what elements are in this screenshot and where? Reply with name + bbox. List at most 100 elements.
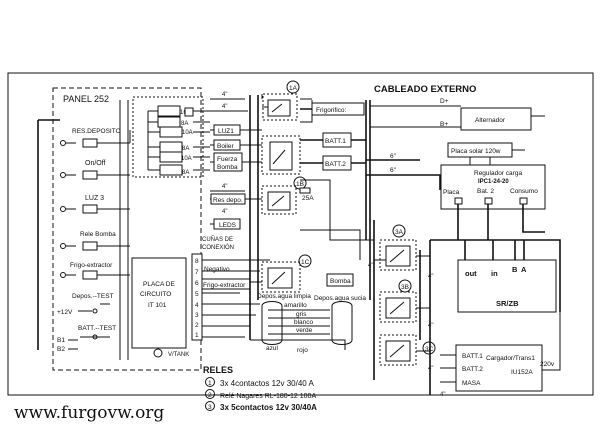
switch-res-deposito-label: RES.DEPOSITO [72,128,121,135]
switch-frigo-extractor [60,270,130,280]
batt1-box: BATT.1 [322,132,352,148]
watermark: www.furgovw.org [14,403,164,423]
output-frigo-extractor: Frigo-extractor [201,278,251,290]
fuse-25a-label: 25A [302,195,314,202]
connector-3: 3 [195,312,199,319]
switch-frigo-extractor-label: Frigo-extractor [70,262,113,269]
svg-text:IPC1-24-20: IPC1-24-20 [478,179,509,185]
svg-text:Frigo-extractor: Frigo-extractor [203,282,246,289]
output-negativo: Negativo [204,266,230,273]
svg-text:A: A [521,265,527,274]
v220-label: 220v [540,361,555,368]
fuse-16a: 16A [157,105,194,117]
batt-test-label: BATT.--TEST [78,325,116,332]
wire-size-6-b: 6" [390,167,397,174]
svg-text:3B: 3B [401,284,409,291]
svg-text:3: 3 [208,404,212,411]
depos-test-label: Depos.--TEST [72,293,114,300]
plus12v-label: +12V [57,309,73,316]
svg-text:BATT.2: BATT.2 [325,161,346,168]
svg-text:out: out [465,269,477,278]
fuse-10a-2: 10A [159,151,192,163]
svg-text:LEDS: LEDS [219,222,237,229]
amarillo-label: amarillo [284,302,307,309]
wire-size-4-d: 4" [222,209,227,215]
svg-text:8A: 8A [181,121,188,127]
panel-252: PANEL 252 16A 8A 10A 8A 1 [37,87,234,371]
switch-on-off-label: On/Off [85,160,106,167]
placa-circuito: PLACA DE CIRCUITO IT 101 V/TANK [131,257,189,358]
svg-text:3A: 3A [395,229,404,236]
svg-text:10A: 10A [182,130,193,136]
wire-size-6-a: 6" [390,153,397,160]
svg-text:BATT.1: BATT.1 [462,353,483,360]
output-res-depo: Res depo. [210,193,246,205]
cunas-label-2: CONEXIÓN [202,244,234,251]
svg-text:3x 5contactos 12v 30/40A: 3x 5contactos 12v 30/40A [220,403,317,412]
switch-rele-bomba [60,241,130,251]
fuse-block: 16A 8A 10A 8A 10A 8A [132,96,210,178]
svg-text:Frigorifico:: Frigorifico: [316,107,347,114]
connector-8: 8 [195,258,199,265]
relay-3b: 3B [379,279,417,323]
panel-title: PANEL 252 [63,94,109,104]
svg-text:Bat. 2: Bat. 2 [477,188,494,195]
wire-size-4-c: 4" [222,184,227,190]
svg-text:Cargador/Trans1: Cargador/Trans1 [486,355,535,362]
gris-label: gris [296,311,307,318]
switch-res-deposito [60,130,131,148]
cunas-label-1: CUÑAS DE [202,236,233,243]
wire-size-4-a: 4" [222,92,227,98]
connector-5: 5 [195,291,199,298]
svg-text:Bomba: Bomba [330,278,351,285]
relay-1a: 1A [262,80,300,121]
svg-text:B: B [512,265,518,274]
svg-text:Res depo.: Res depo. [213,197,243,204]
verde-label: verde [296,327,313,334]
fuse-25a [299,187,311,194]
wire-size-4-i: 4" [440,392,445,398]
regulador-box: Regulador carga IPC1-24-20 Placa Bat. 2 … [440,164,546,210]
output-boiler: Boiler [213,139,241,151]
reles-item-2: 2 Relé Nagares RL-180-12 100A [205,389,316,400]
reles-item-3: 3 3x 5contactos 12v 30/40A [205,401,317,412]
switch-on-off [60,170,130,180]
switch-rele-bomba-label: Rele Bomba [80,231,116,238]
svg-text:Bomba: Bomba [217,164,238,171]
connector-7: 7 [195,269,199,276]
vtank-label: V/TANK [168,352,189,358]
svg-text:3x 4contactos 12v 30/40 A: 3x 4contactos 12v 30/40 A [220,379,315,388]
output-leds: LEDS [213,218,241,230]
svg-text:8A: 8A [182,170,189,176]
diagram-frame [7,72,594,396]
svg-text:in: in [491,269,498,278]
alternador-box: Alternador [460,107,532,131]
batt2-box: BATT.2 [322,155,352,171]
svg-text:IU152A: IU152A [511,369,533,376]
fuse-10a-1: 10A [159,126,193,138]
svg-text:PLACA DE: PLACA DE [143,281,175,288]
svg-text:Relé Nagares RL-180-12 100A: Relé Nagares RL-180-12 100A [220,393,316,400]
svg-text:IT 101: IT 101 [148,302,167,309]
svg-text:2: 2 [208,392,212,399]
svg-text:Placa: Placa [443,189,460,196]
fuse-8a-1: 8A [157,116,188,128]
depos-limpia-label: Depos.agua limpia [257,293,311,300]
svg-text:1C: 1C [301,259,310,266]
svg-text:Boiler: Boiler [217,143,234,150]
rojo-label: rojo [297,347,308,354]
frigorifico-box: Frigorifico: [311,102,365,116]
svg-text:10A: 10A [181,156,192,162]
svg-text:CIRCUITO: CIRCUITO [140,291,171,298]
relay-3c: 3C [379,334,436,366]
fuse-8a-3: 8A [159,164,189,176]
relay-3a: 3A [379,224,417,271]
fuse-8a-2: 8A [159,141,189,153]
b2-label: B2 [57,346,65,353]
connector-4: 4 [195,302,199,309]
svg-text:SR/ZB: SR/ZB [496,299,519,308]
blanco-label: blanco [294,319,314,326]
cableado-externo-title: CABLEADO EXTERNO [374,84,476,95]
connector-1: 1 [195,332,199,339]
